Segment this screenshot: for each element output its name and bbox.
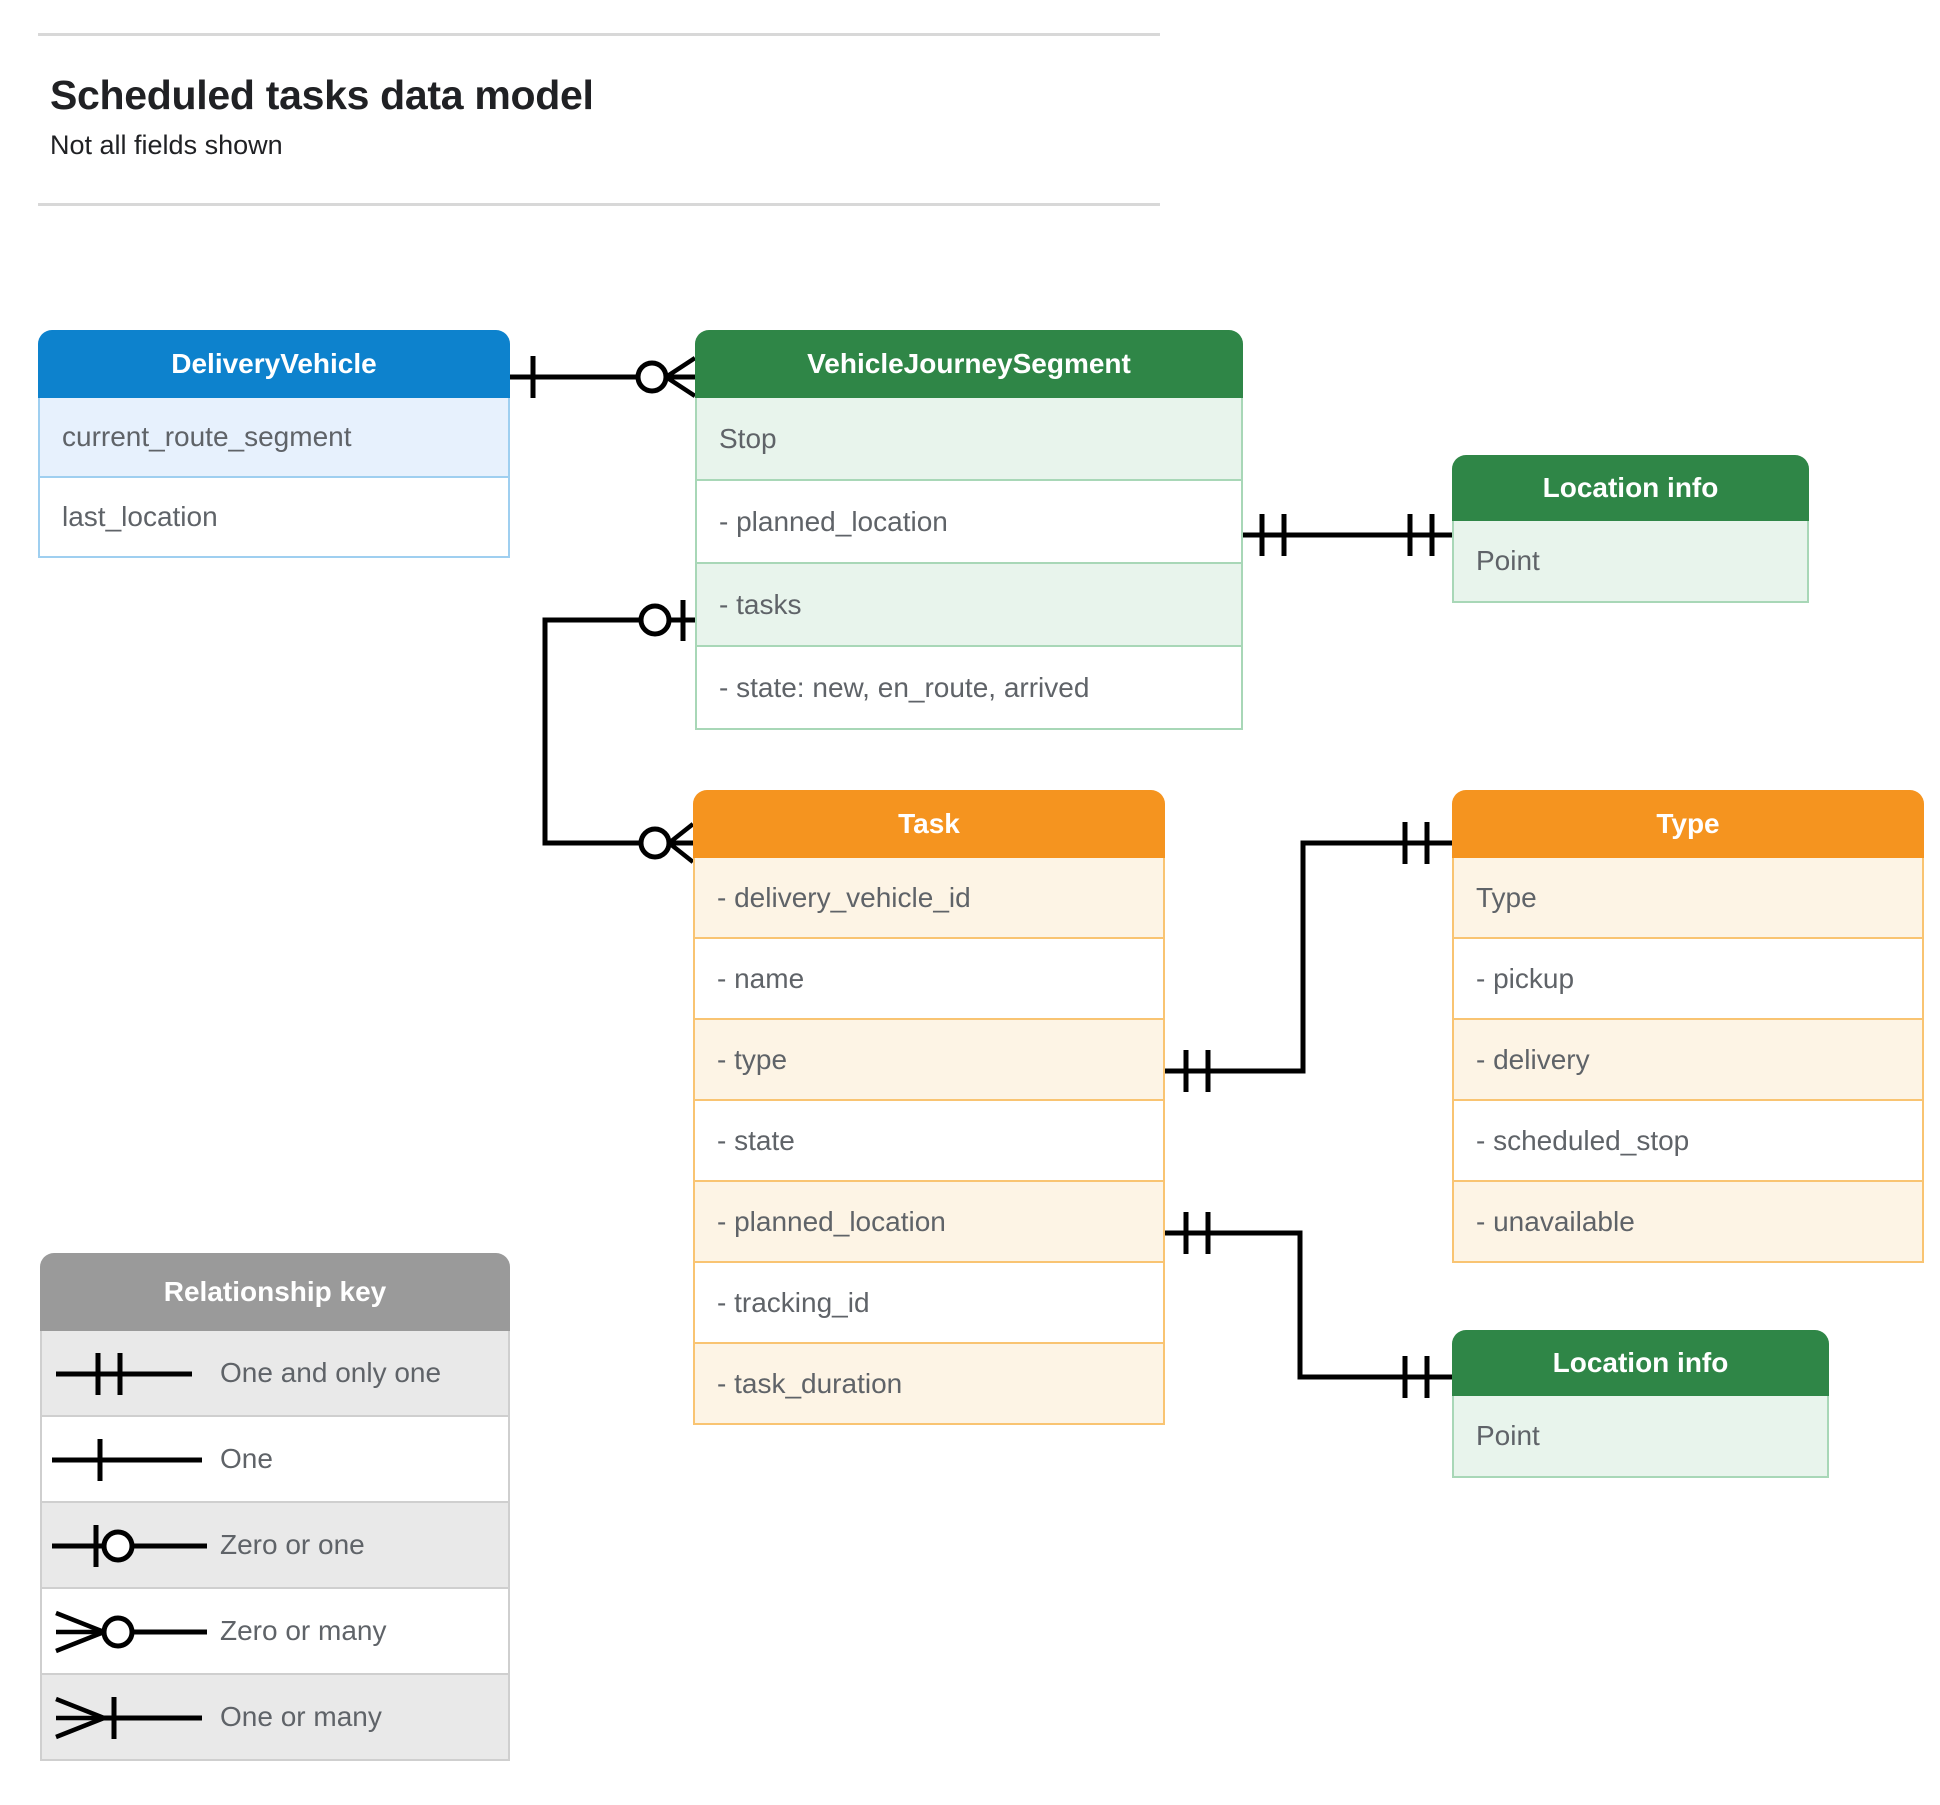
entity-row: - unavailable [1452,1182,1924,1263]
entity-title-vehicle-journey-segment: VehicleJourneySegment [695,330,1243,398]
legend-title: Relationship key [40,1253,510,1331]
entity-delivery-vehicle[interactable]: DeliveryVehicle current_route_segment la… [38,330,510,558]
legend-item-label: One [220,1443,273,1474]
legend-item-label: Zero or one [220,1529,365,1560]
entity-title-delivery-vehicle: DeliveryVehicle [38,330,510,398]
connector-plannedlocation-to-locationinfo-top [1243,514,1452,556]
entity-row: Stop [695,398,1243,481]
entity-row: - planned_location [695,481,1243,564]
legend-relationship-key[interactable]: Relationship key One and only one One [40,1253,510,1761]
entity-row: Point [1452,521,1809,603]
entity-vehicle-journey-segment[interactable]: VehicleJourneySegment Stop - planned_loc… [695,330,1243,730]
entity-row: Point [1452,1396,1829,1478]
entity-row: - tracking_id [693,1263,1165,1344]
entity-row: - tasks [695,564,1243,647]
entity-row: - type [693,1020,1165,1101]
legend-item: Zero or one [40,1503,510,1589]
legend-item: Zero or many [40,1589,510,1675]
legend-item-label: Zero or many [220,1615,387,1646]
entity-title-type: Type [1452,790,1924,858]
entity-row: - task_duration [693,1344,1165,1425]
entity-title-task: Task [693,790,1165,858]
entity-row: - delivery_vehicle_id [693,858,1165,939]
legend-item-label: One and only one [220,1357,442,1388]
legend-item: One [40,1417,510,1503]
entity-task[interactable]: Task - delivery_vehicle_id - name - type… [693,790,1165,1425]
entity-location-info-bottom[interactable]: Location info Point [1452,1330,1829,1478]
zero-or-one-icon [42,1503,220,1587]
entity-row: - scheduled_stop [1452,1101,1924,1182]
page-subtitle: Not all fields shown [50,130,283,160]
entity-row: current_route_segment [38,398,510,478]
header-divider-bottom [38,203,1160,206]
one-and-only-one-icon [42,1331,220,1415]
one-or-many-icon [42,1675,220,1759]
entity-row: - state [693,1101,1165,1182]
entity-row: last_location [38,478,510,558]
page-title: Scheduled tasks data model [50,72,594,118]
entity-row: - delivery [1452,1020,1924,1101]
one-icon [42,1417,220,1501]
connector-tasktype-to-type [1165,822,1452,1092]
entity-type[interactable]: Type Type - pickup - delivery - schedule… [1452,790,1924,1263]
entity-row: Type [1452,858,1924,939]
legend-item-label: One or many [220,1701,382,1732]
entity-row: - name [693,939,1165,1020]
entity-row: - state: new, en_route, arrived [695,647,1243,730]
entity-title-location-info-top: Location info [1452,455,1809,521]
connector-taskplannedlocation-to-locationinfo-bottom [1165,1212,1452,1398]
entity-row: - pickup [1452,939,1924,1020]
connector-tasks-to-task [542,600,695,864]
connector-deliveryvehicle-to-vehiclejourneysegment [510,356,697,398]
entity-row: - planned_location [693,1182,1165,1263]
zero-or-many-icon [42,1589,220,1673]
legend-item: One and only one [40,1331,510,1417]
header-divider-top [38,33,1160,36]
entity-location-info-top[interactable]: Location info Point [1452,455,1809,603]
legend-item: One or many [40,1675,510,1761]
entity-title-location-info-bottom: Location info [1452,1330,1829,1396]
